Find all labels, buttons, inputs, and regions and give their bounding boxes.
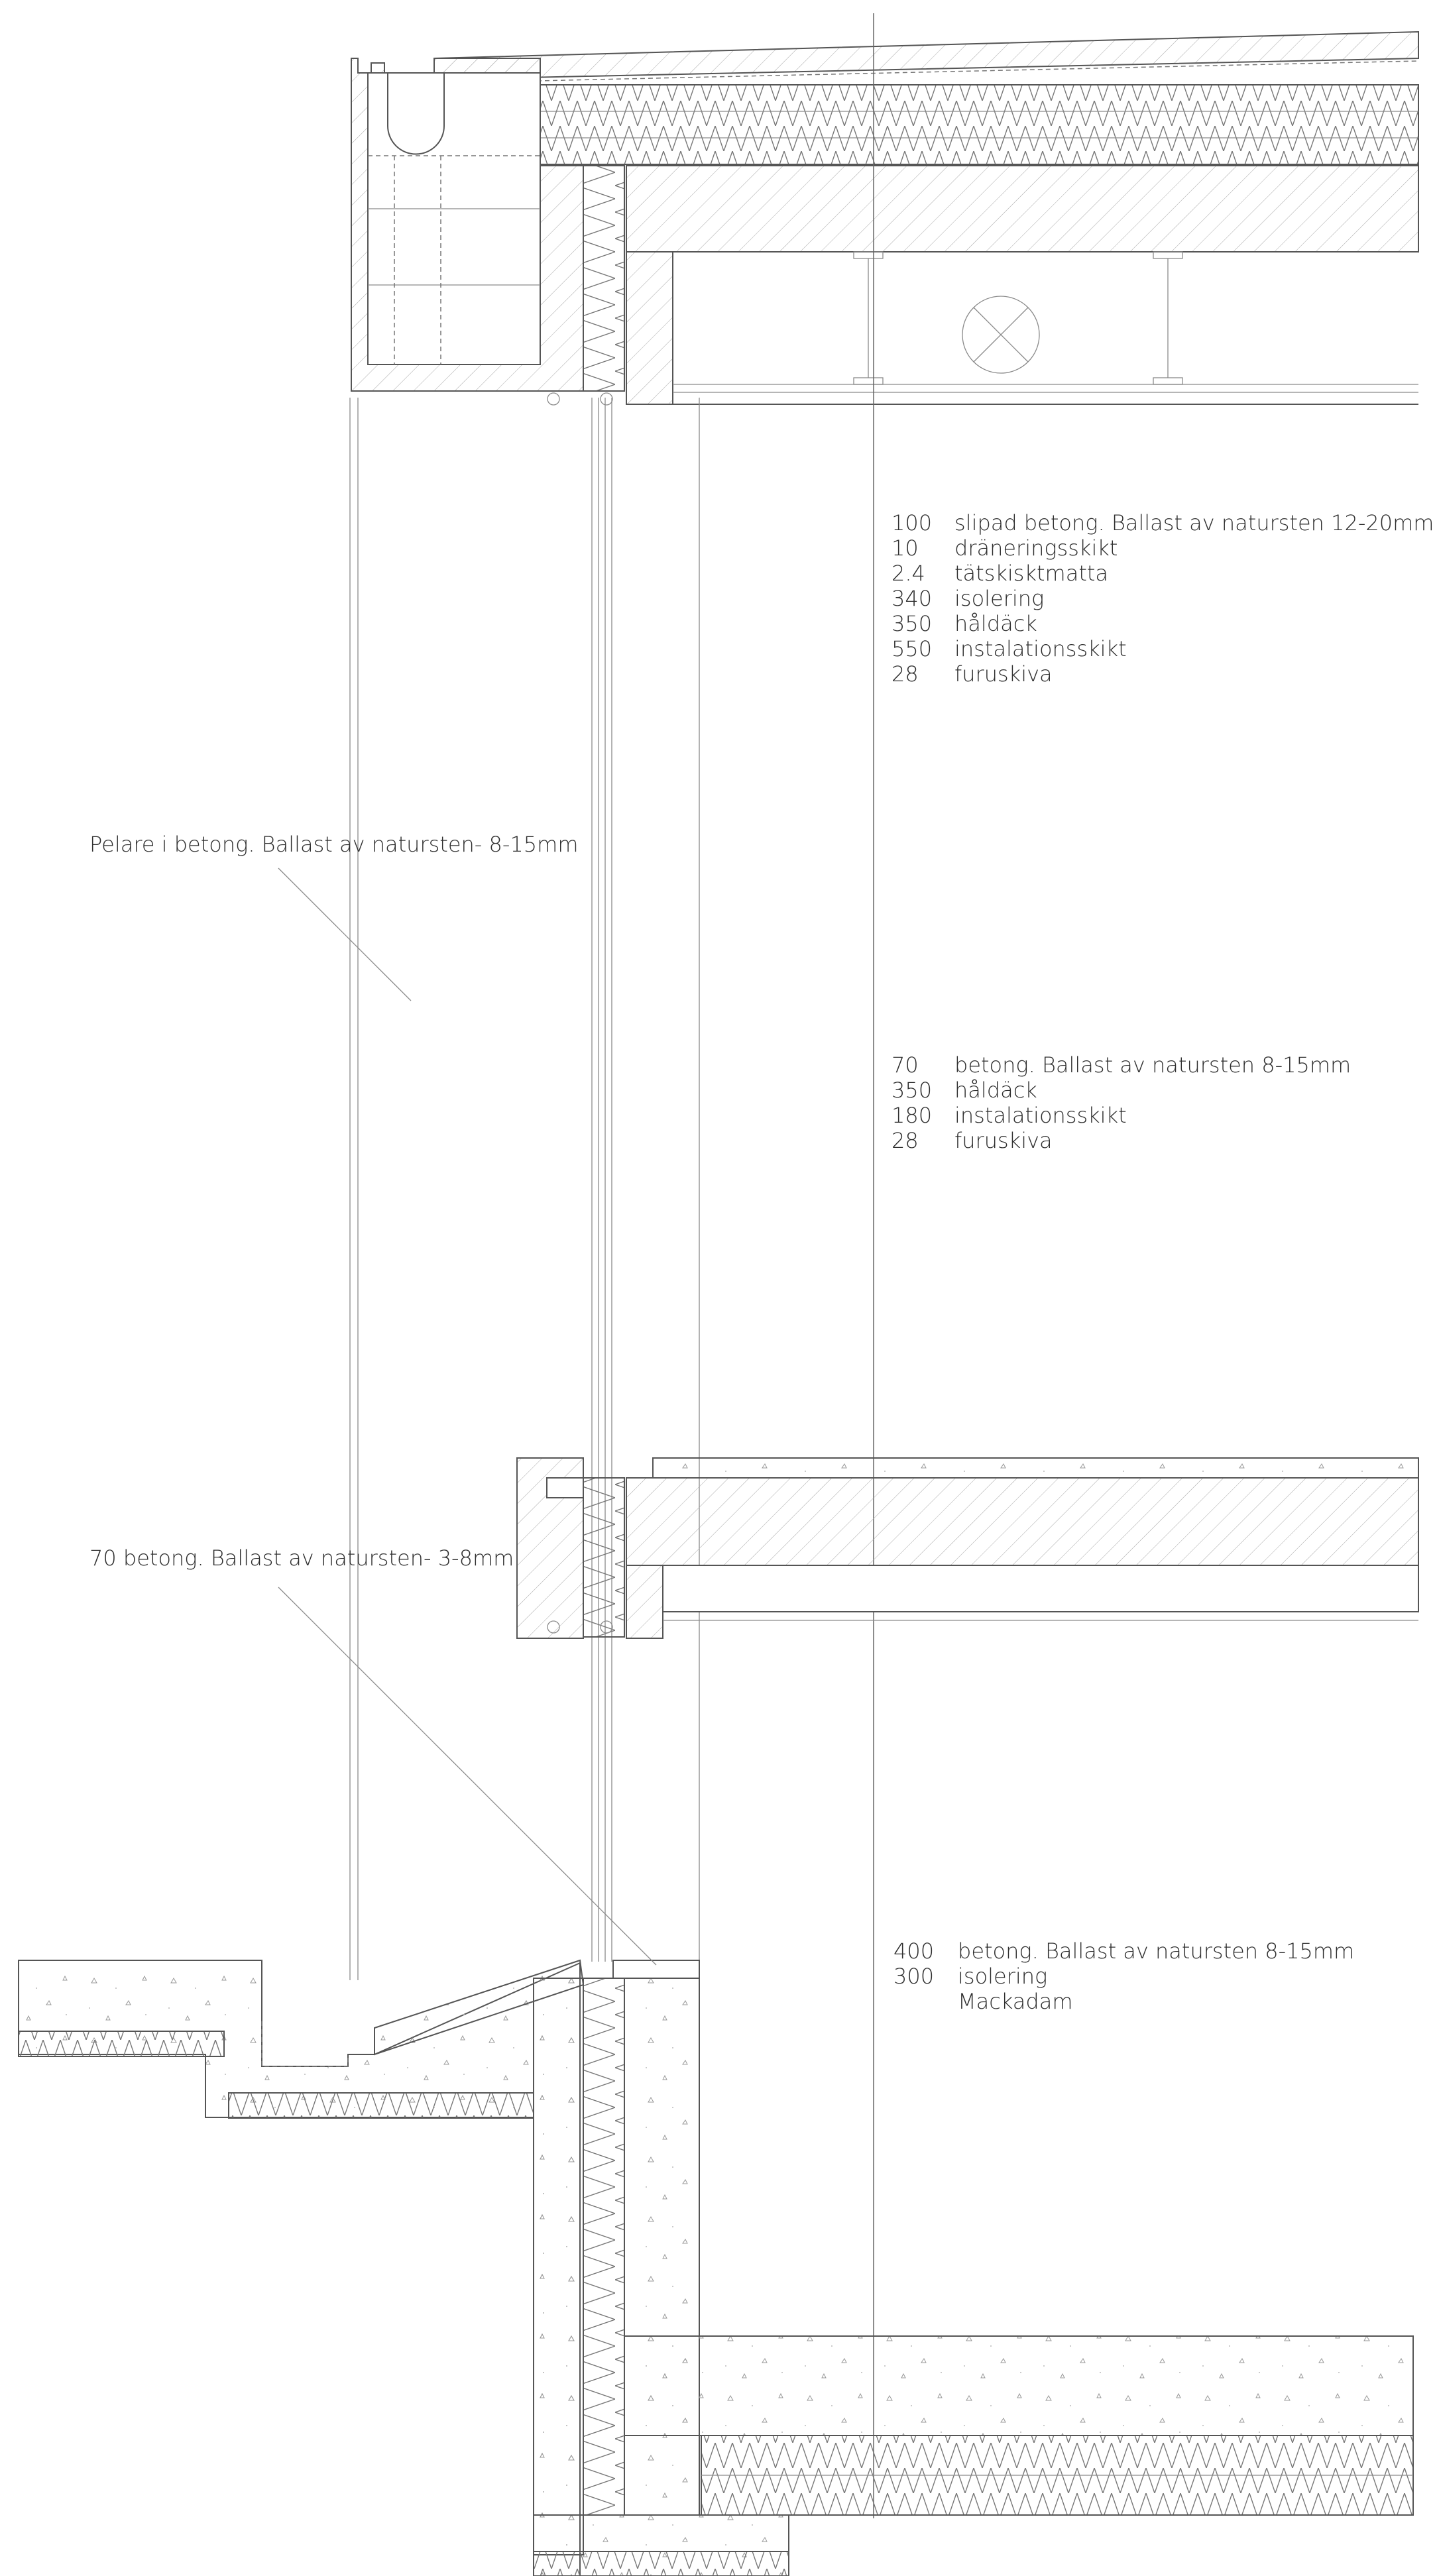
roof-layer-thickness: 550 <box>891 636 932 661</box>
roof-top-slab <box>433 30 1419 81</box>
floor-hollow-core-deck <box>626 1477 1419 1566</box>
floor-layer-thickness: 350 <box>891 1078 932 1103</box>
ground-layer-thickness: 400 <box>893 1938 934 1964</box>
ground-layer-thickness: 300 <box>893 1964 934 1989</box>
ground-slab <box>624 2335 1414 2436</box>
floor-layer-material: håldäck <box>954 1078 1037 1103</box>
roof-hollow-core-deck <box>626 165 1419 252</box>
plinth-leader-line <box>278 1587 657 1966</box>
floor-wall-insulation <box>583 1477 625 1638</box>
gutter-icon <box>387 73 445 155</box>
plinth-annotation: 70 betong. Ballast av natursten- 3-8mm <box>89 1545 514 1571</box>
roof-insulation <box>540 84 1419 165</box>
ground-layer-material: Mackadam <box>958 1989 1072 2014</box>
roof-layer-thickness: 2.4 <box>891 561 925 586</box>
floor-top-slab <box>652 1457 1419 1479</box>
foundation-wall <box>533 1978 584 2555</box>
column-leader-line <box>278 868 412 1001</box>
roof-layer-material: tätskisktmatta <box>954 561 1108 586</box>
roof-layer-thickness: 350 <box>891 611 932 636</box>
roof-assembly <box>351 30 1419 406</box>
floor-layer-thickness: 180 <box>891 1103 932 1128</box>
ground-spec: 400 betong. Ballast av natursten 8-15mm … <box>893 1938 1354 2014</box>
floor-layer-material: furuskiva <box>954 1128 1053 1153</box>
roof-layer-material: dräneringsskikt <box>954 535 1118 561</box>
roof-layer-material: isolering <box>954 586 1044 611</box>
roof-wall-insulation <box>583 165 625 392</box>
roof-spec: 100 slipad betong. Ballast av natursten … <box>891 510 1434 687</box>
roof-layer-thickness: 28 <box>891 661 919 687</box>
floor-layer-material: instalationsskikt <box>954 1103 1127 1128</box>
ground-layer-material: betong. Ballast av natursten 8-15mm <box>958 1938 1354 1964</box>
column-annotation: Pelare i betong. Ballast av natursten- 8… <box>89 832 578 857</box>
roof-layer-material: slipad betong. Ballast av natursten 12-2… <box>954 510 1434 535</box>
ventilation-duct-icon <box>962 296 1040 374</box>
ground-layer-material: isolering <box>958 1964 1047 1989</box>
roof-membrane-line <box>536 60 1419 82</box>
floor-spec: 70 betong. Ballast av natursten 8-15mm 3… <box>891 1052 1351 1153</box>
floor-layer-material: betong. Ballast av natursten 8-15mm <box>954 1052 1351 1078</box>
roof-layer-thickness: 100 <box>891 510 932 535</box>
gutter-cavity <box>367 72 541 365</box>
exterior-insulation <box>18 2031 225 2057</box>
roof-layer-thickness: 340 <box>891 586 932 611</box>
floor-assembly <box>516 1457 1419 1639</box>
roof-layer-material: instalationsskikt <box>954 636 1127 661</box>
roof-layer-thickness: 10 <box>891 535 919 561</box>
roof-layer-material: håldäck <box>954 611 1037 636</box>
floor-layer-thickness: 70 <box>891 1052 919 1078</box>
floor-layer-thickness: 28 <box>891 1128 919 1153</box>
foundation-insulation <box>583 1978 625 2516</box>
roof-layer-material: furuskiva <box>954 661 1053 687</box>
ground-assembly <box>18 1959 1414 2576</box>
